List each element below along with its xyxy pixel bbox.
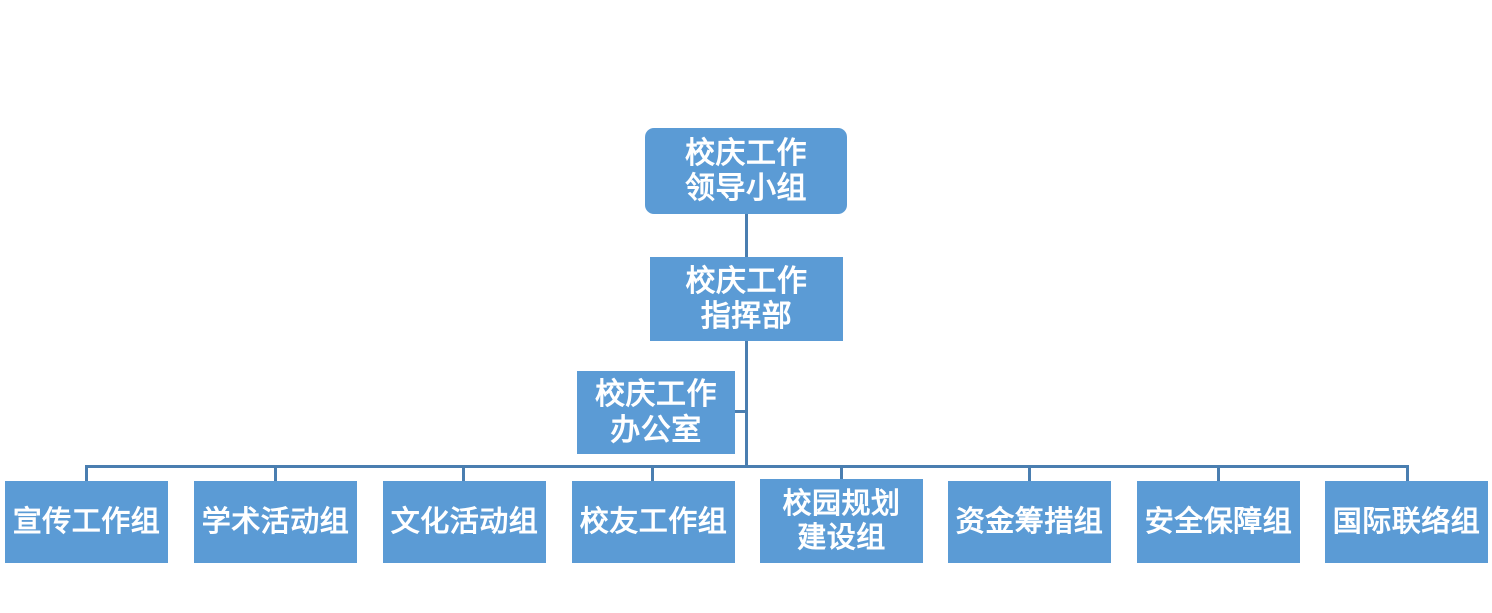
node-group-culture[interactable]: 文化活动组 — [383, 481, 546, 563]
node-group-funding[interactable]: 资金筹措组 — [948, 481, 1111, 563]
node-group-campus-planning[interactable]: 校园规划 建设组 — [760, 479, 923, 563]
node-command-center[interactable]: 校庆工作 指挥部 — [650, 257, 843, 341]
node-group-alumni[interactable]: 校友工作组 — [572, 481, 735, 563]
node-group-publicity[interactable]: 宣传工作组 — [5, 481, 168, 563]
node-group-academic[interactable]: 学术活动组 — [194, 481, 357, 563]
connector-command-trunk — [745, 340, 748, 467]
connector-drop-2 — [274, 465, 277, 482]
node-group-international[interactable]: 国际联络组 — [1325, 481, 1488, 563]
connector-command-to-office — [735, 410, 747, 413]
node-group-security[interactable]: 安全保障组 — [1137, 481, 1300, 563]
connector-drop-8 — [1406, 465, 1409, 482]
connector-drop-1 — [85, 465, 88, 482]
connector-bus — [87, 465, 1409, 468]
connector-drop-3 — [462, 465, 465, 482]
node-office[interactable]: 校庆工作 办公室 — [577, 371, 735, 454]
connector-leadership-to-command — [745, 213, 748, 258]
connector-drop-6 — [1028, 465, 1031, 482]
connector-drop-7 — [1217, 465, 1220, 482]
connector-drop-5 — [840, 465, 843, 480]
node-leadership-group[interactable]: 校庆工作 领导小组 — [645, 128, 847, 214]
connector-drop-4 — [651, 465, 654, 482]
